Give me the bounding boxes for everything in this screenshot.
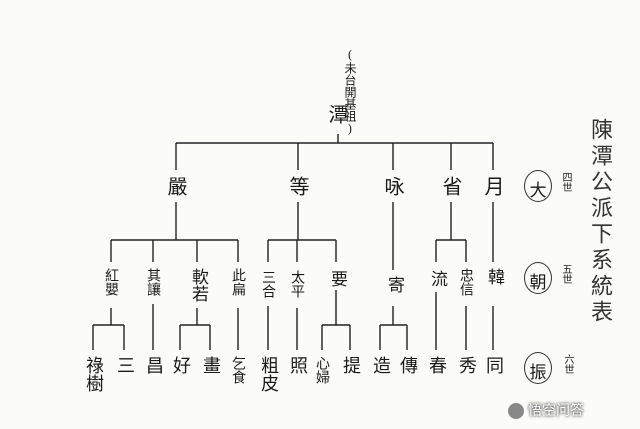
gen2-name: 韓 bbox=[484, 268, 504, 285]
gen1-name: 咏 bbox=[381, 176, 405, 196]
gen3-name: 乞食 bbox=[230, 356, 246, 384]
generation-mark: 大 bbox=[529, 181, 547, 201]
gen2-name: 流 bbox=[427, 270, 447, 287]
generation-mark: 振 bbox=[529, 363, 547, 383]
watermark: 悟空问答 bbox=[508, 400, 584, 420]
gen3-name: 粗皮 bbox=[258, 356, 279, 392]
generation-marker-sixth: 振 bbox=[524, 352, 552, 384]
gen3-name: 心婦 bbox=[314, 356, 330, 384]
gen1-name: 省 bbox=[439, 176, 463, 196]
gen2-name: 要 bbox=[327, 270, 347, 287]
gen3-name: 春 bbox=[426, 356, 447, 374]
gen2-name: 三合 bbox=[260, 270, 276, 298]
ancestor-name: 潭 bbox=[325, 104, 349, 124]
gen1-name: 月 bbox=[481, 176, 505, 196]
ancestor-note: (未台開基祖) bbox=[343, 48, 357, 136]
gen3-name: 三 bbox=[114, 356, 135, 374]
gen2-name: 其讓 bbox=[145, 268, 161, 296]
gen2-name: 紅嬰 bbox=[103, 268, 119, 296]
gen2-name: 此扁 bbox=[230, 268, 246, 296]
watermark-text: 悟空问答 bbox=[528, 403, 584, 419]
gen3-name: 秀 bbox=[456, 356, 477, 374]
gen3-name: 同 bbox=[483, 356, 504, 374]
gen2-name: 寄 bbox=[384, 276, 404, 293]
gen3-name: 造 bbox=[370, 356, 391, 374]
generation-marker-fifth: 朝 bbox=[524, 262, 552, 294]
gen3-name: 提 bbox=[340, 356, 361, 374]
generation-marker-fourth: 大 bbox=[524, 170, 552, 202]
gen2-name: 軟若 bbox=[188, 268, 208, 302]
gen1-name: 等 bbox=[286, 176, 310, 196]
generation-label: 六世 bbox=[562, 354, 573, 374]
gen2-name: 太平 bbox=[289, 270, 305, 298]
gen3-name: 昌 bbox=[143, 356, 164, 374]
page-title: 陳潭公派下系統表 bbox=[587, 118, 612, 326]
gen2-name: 忠信 bbox=[458, 268, 474, 296]
chat-bubble-icon bbox=[508, 403, 524, 419]
gen1-name: 嚴 bbox=[164, 176, 188, 196]
generation-mark: 朝 bbox=[529, 273, 547, 293]
gen3-name: 傳 bbox=[397, 356, 418, 374]
generation-label: 四世 bbox=[560, 172, 571, 192]
gen3-name: 照 bbox=[287, 356, 308, 374]
gen3-name: 畫 bbox=[200, 356, 221, 374]
gen3-name: 好 bbox=[170, 356, 191, 374]
generation-label: 五世 bbox=[560, 264, 571, 284]
gen3-name: 祿樹 bbox=[83, 356, 104, 392]
